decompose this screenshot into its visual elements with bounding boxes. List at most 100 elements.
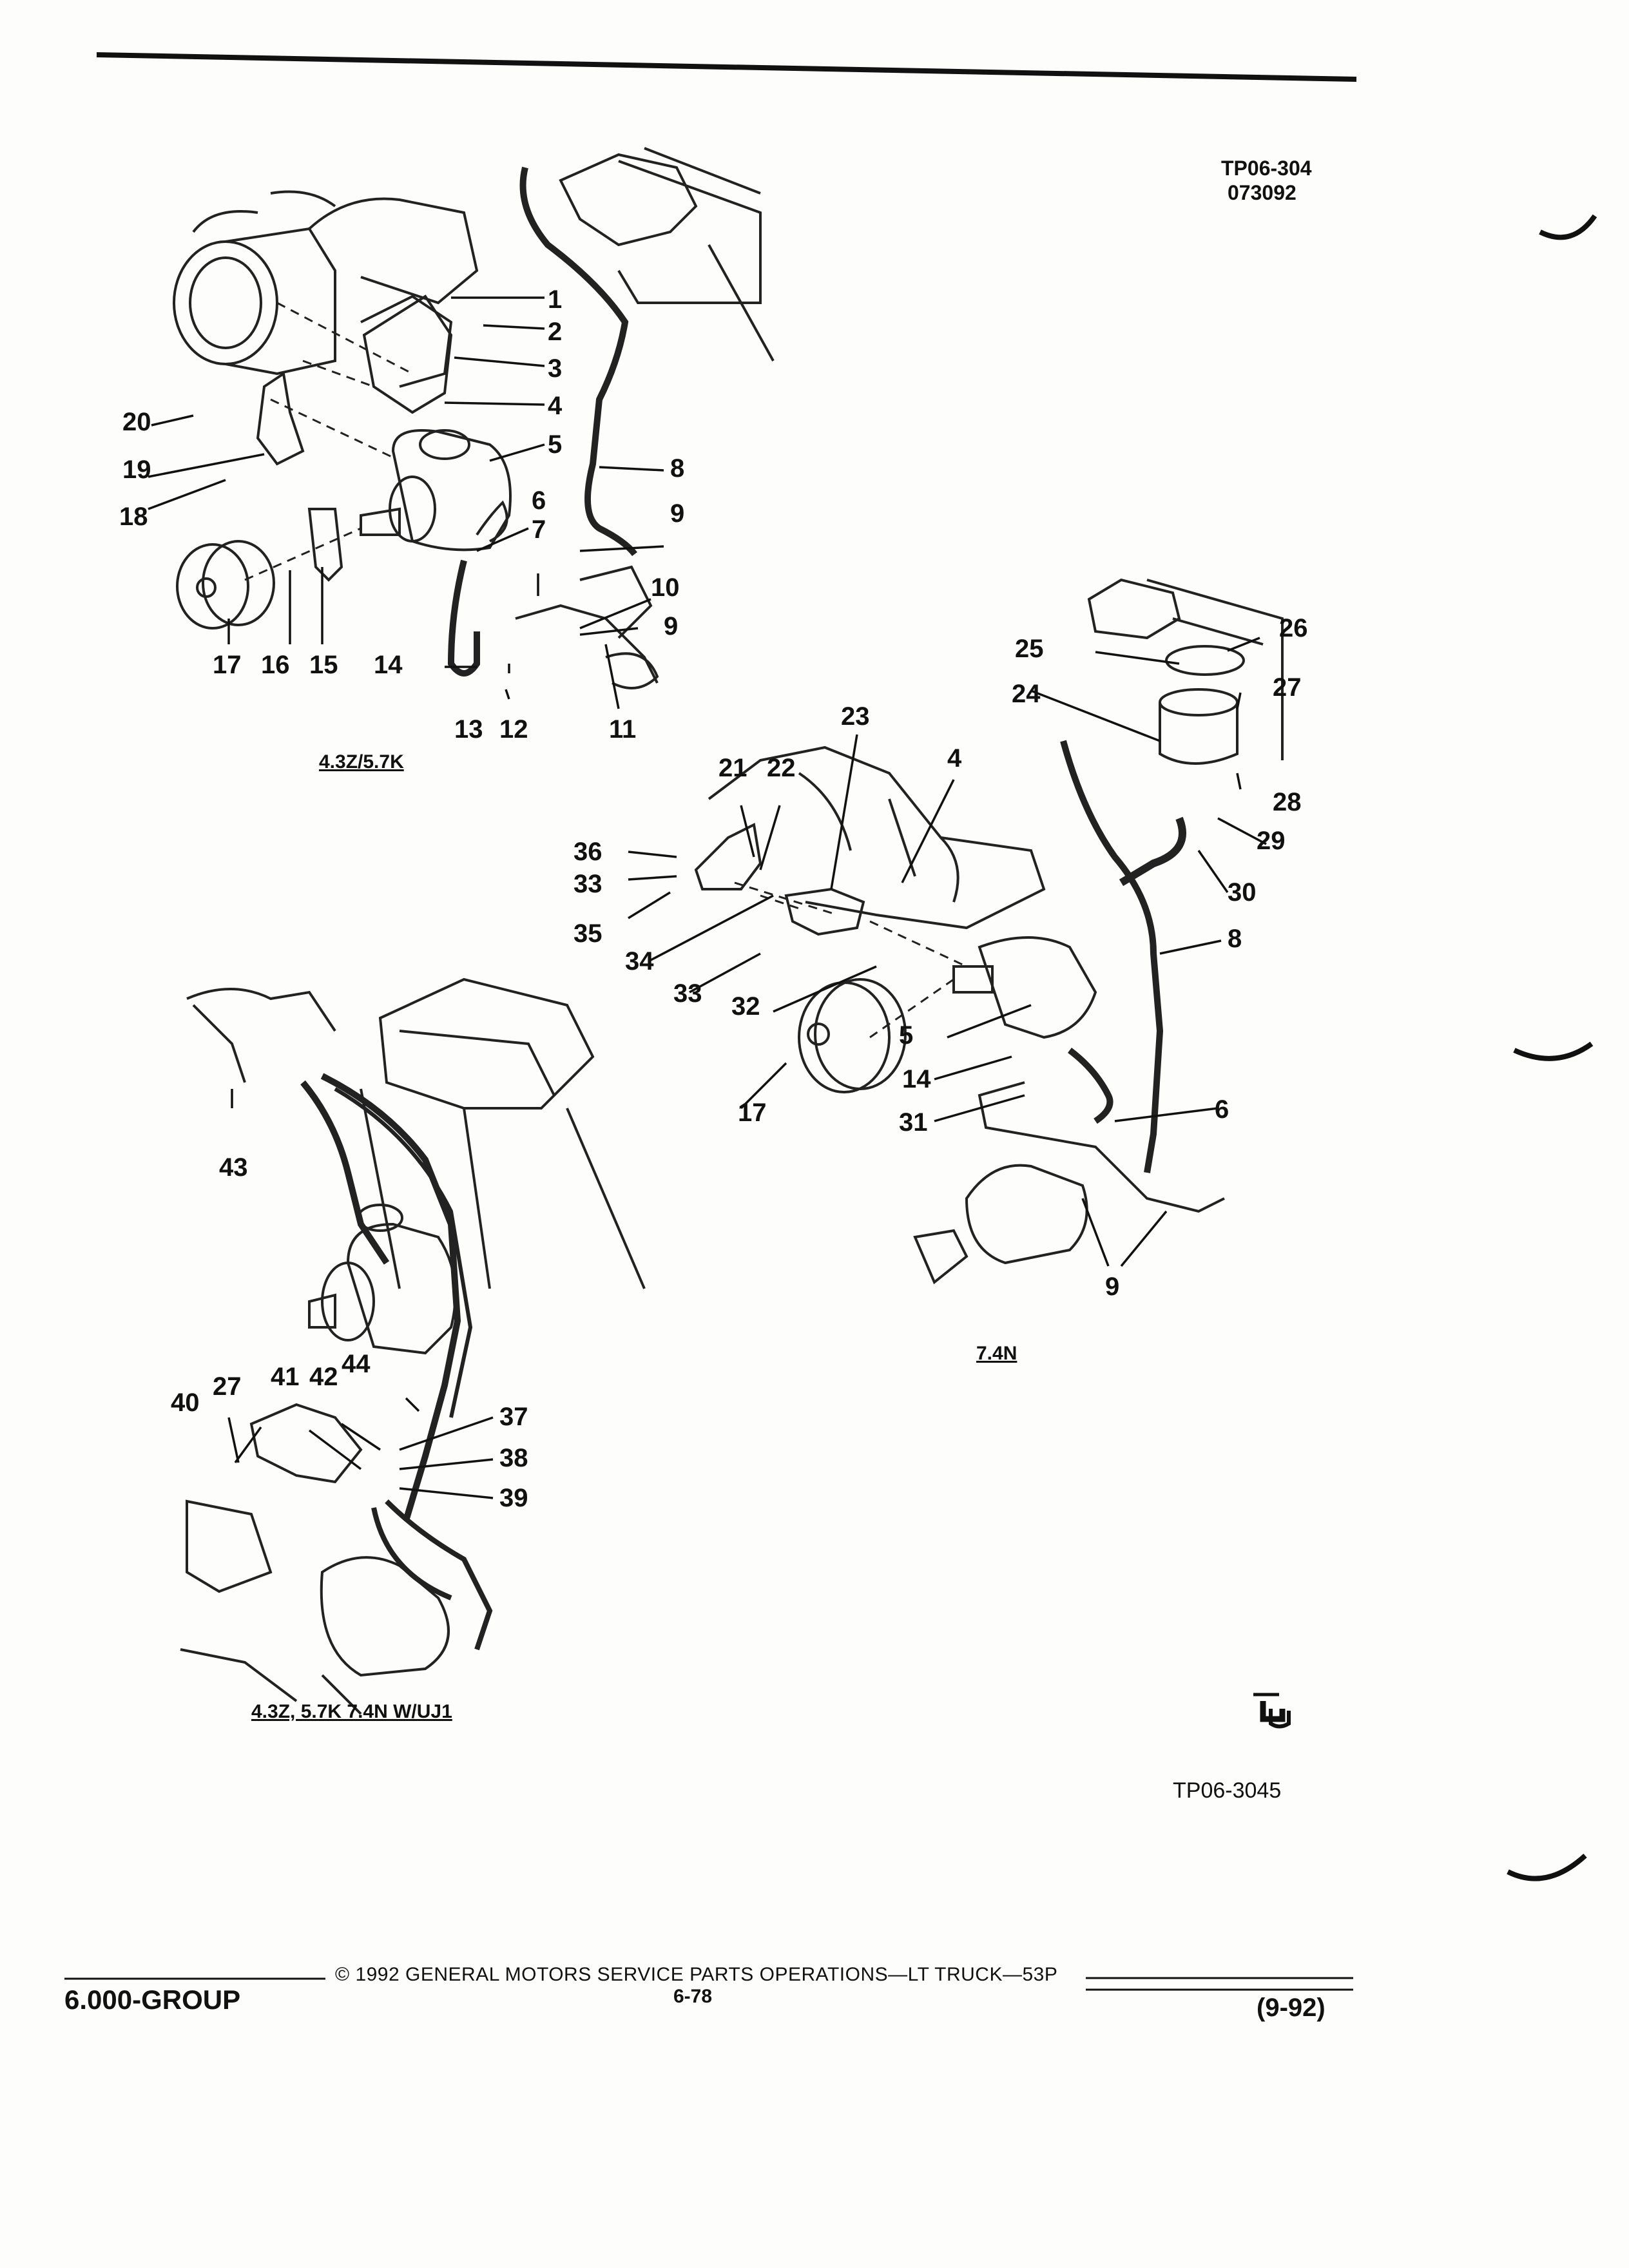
pressure-hose xyxy=(300,1080,390,1265)
callout-39: 39 xyxy=(499,1484,528,1512)
callout-14: 14 xyxy=(374,651,403,679)
callout-11: 11 xyxy=(609,715,636,744)
top-figure-ref: TP06-304 xyxy=(1221,157,1312,180)
callout-30: 30 xyxy=(1228,878,1257,907)
callout-36: 36 xyxy=(574,838,602,866)
return-hose xyxy=(476,500,508,543)
callout-33: 33 xyxy=(574,870,602,898)
diagram-3-caption: 4.3Z, 5.7K 7.4N W/UJ1 xyxy=(251,1701,452,1722)
engine-outline xyxy=(192,190,336,233)
steering-gear xyxy=(1087,578,1181,640)
callout-42: 42 xyxy=(309,1363,338,1391)
diagram-1-caption: 4.3Z/5.7K xyxy=(319,751,404,773)
callout-44: 44 xyxy=(342,1350,371,1378)
body-panel xyxy=(378,977,595,1110)
pump-pulley xyxy=(176,543,249,629)
callout-28: 28 xyxy=(1273,788,1302,816)
callout-6: 6 xyxy=(532,486,546,515)
callout-15: 15 xyxy=(309,651,338,679)
steering-shaft xyxy=(186,988,336,1032)
engine-outline xyxy=(708,745,1046,930)
power-steering-pump xyxy=(346,1222,457,1355)
leader-line xyxy=(148,296,664,709)
steering-shaft xyxy=(192,1004,246,1083)
upper-bracket xyxy=(694,823,762,890)
pressure-hose xyxy=(1060,740,1164,1173)
callout-32: 32 xyxy=(731,992,760,1021)
body-panel xyxy=(360,1030,646,1289)
cooler-line xyxy=(515,604,659,684)
diagram-2-callouts: 21 22 23 4 26 25 24 27 28 29 30 8 36 33 … xyxy=(574,614,1308,1364)
binder-mark xyxy=(1507,1854,1587,1881)
steering-gear xyxy=(559,153,698,247)
callout-14: 14 xyxy=(902,1065,931,1093)
air-intake-duct xyxy=(189,256,262,349)
leader-line xyxy=(628,637,1267,1267)
callout-43: 43 xyxy=(219,1153,248,1182)
binder-mark xyxy=(1513,1041,1594,1061)
top-figure-date: 073092 xyxy=(1228,181,1296,204)
callout-25: 25 xyxy=(1015,635,1044,663)
callout-17: 17 xyxy=(738,1099,767,1127)
footer-revision-date: (9-92) xyxy=(1257,1994,1325,2022)
callout-29: 29 xyxy=(1257,827,1286,855)
binder-mark xyxy=(1539,214,1597,240)
steering-gear xyxy=(320,1556,450,1677)
assembly-line xyxy=(734,881,967,1039)
engine-outline xyxy=(798,772,959,903)
callout-4: 4 xyxy=(548,392,563,420)
remote-reservoir xyxy=(1159,702,1239,765)
pump-shaft-hub xyxy=(389,476,436,543)
return-hose xyxy=(320,1073,461,1522)
return-hose xyxy=(1067,1048,1113,1124)
callout-19: 19 xyxy=(122,456,151,484)
callout-4: 4 xyxy=(947,744,962,773)
callout-35: 35 xyxy=(574,919,602,948)
callout-12: 12 xyxy=(499,715,528,744)
callout-40: 40 xyxy=(171,1389,200,1417)
power-steering-pump xyxy=(978,936,1097,1039)
pump-hub xyxy=(321,1262,375,1341)
header-rule xyxy=(96,52,1357,82)
pump-shaft xyxy=(308,1293,336,1329)
pump-shaft xyxy=(360,507,401,536)
gear-housing xyxy=(913,1229,969,1285)
engine-outline xyxy=(308,197,479,305)
cooler-line xyxy=(978,1081,1225,1213)
remote-reservoir xyxy=(1159,688,1239,716)
callout-18: 18 xyxy=(119,503,148,531)
callout-7: 7 xyxy=(532,515,546,544)
return-hose xyxy=(447,559,480,677)
frame-rail xyxy=(180,1648,362,1715)
callout-2: 2 xyxy=(548,318,562,346)
fitting xyxy=(605,652,659,689)
leader-line xyxy=(227,1089,494,1499)
rear-bracket xyxy=(256,371,305,466)
callout-8: 8 xyxy=(1228,925,1242,953)
callout-8: 8 xyxy=(670,454,684,483)
callout-26: 26 xyxy=(1279,614,1308,642)
callout-17: 17 xyxy=(213,651,242,679)
pump-reservoir-cap xyxy=(419,429,470,460)
callout-21: 21 xyxy=(718,754,747,782)
engine-outline xyxy=(360,294,453,388)
callout-9: 9 xyxy=(664,612,678,640)
pump-shaft xyxy=(952,965,994,994)
footer-copyright: © 1992 GENERAL MOTORS SERVICE PARTS OPER… xyxy=(335,1964,1058,1985)
callout-9: 9 xyxy=(670,499,684,528)
reservoir-hose xyxy=(1119,816,1186,887)
callout-27: 27 xyxy=(1273,673,1302,702)
callout-5: 5 xyxy=(548,430,562,459)
diagram-2-caption: 7.4N xyxy=(976,1343,1017,1364)
footer-group-code: 6.000-GROUP xyxy=(64,1984,241,2015)
frame-rail xyxy=(1146,579,1284,760)
callout-20: 20 xyxy=(122,408,151,436)
callout-31: 31 xyxy=(899,1108,928,1137)
diagram-1-callouts: 1 2 3 4 5 6 7 8 9 10 9 11 12 13 14 15 16… xyxy=(119,285,684,773)
pump-pulley xyxy=(798,981,891,1093)
pulley-nut xyxy=(196,577,217,598)
cooler-line xyxy=(385,1499,493,1651)
footer-page-number: 6-78 xyxy=(673,1986,713,2007)
front-brace xyxy=(307,508,343,582)
